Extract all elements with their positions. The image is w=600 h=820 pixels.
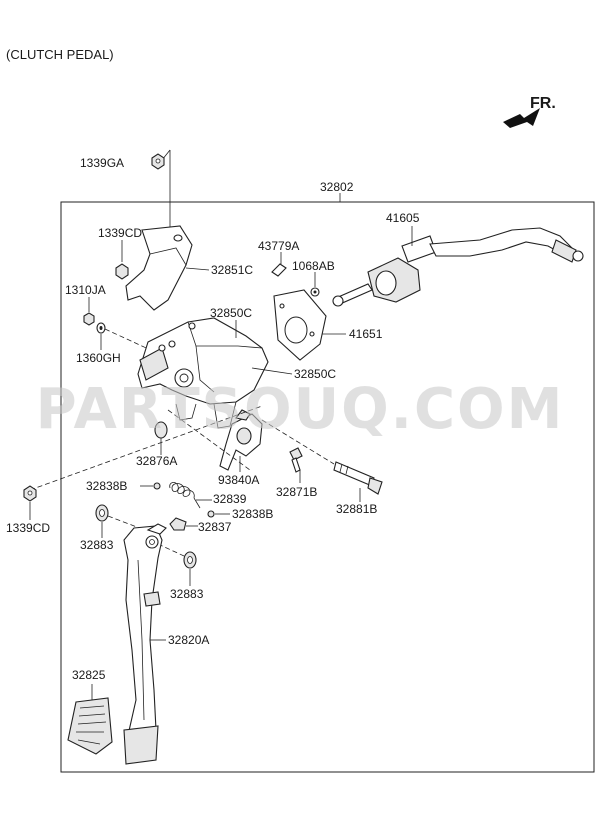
damper-32837-icon — [169, 517, 187, 531]
bushing-32838B-left-icon — [153, 482, 161, 490]
pin-32881B-icon — [333, 461, 383, 495]
label-41605: 41605 — [386, 211, 420, 225]
label-1360GH: 1360GH — [76, 351, 121, 365]
dash-axis-lower — [167, 409, 251, 471]
label-1339GA: 1339GA — [80, 156, 124, 170]
label-32851C: 32851C — [211, 263, 253, 277]
label-32871B: 32871B — [276, 485, 317, 499]
dash-axis-pin — [261, 419, 335, 465]
leader-32851C — [185, 267, 210, 271]
label-32876A: 32876A — [136, 454, 177, 468]
nut-1339GA-icon — [151, 153, 165, 170]
label-32883-right: 32883 — [170, 587, 204, 601]
label-32850C-right: 32850C — [294, 367, 336, 381]
dash-axis-pivot — [29, 405, 263, 491]
leader-32850C-right — [251, 367, 293, 375]
front-direction-label: FR. — [530, 95, 556, 112]
pedal-bracket-32850C-icon — [137, 317, 269, 429]
washer-1360GH-icon — [96, 322, 106, 334]
label-32838B-right: 32838B — [232, 507, 273, 521]
diagram-title: (CLUTCH PEDAL) — [6, 47, 114, 62]
front-direction-arrow-icon — [503, 108, 540, 128]
dash-axis-bushing-right — [157, 543, 185, 557]
clip-43779A-icon — [271, 263, 287, 277]
bolt-32871B-icon — [289, 447, 303, 473]
spring-32839-icon — [169, 482, 201, 509]
label-32825: 32825 — [72, 668, 106, 682]
label-32881B: 32881B — [336, 502, 377, 516]
master-cylinder-41605-icon — [332, 227, 584, 307]
pedal-pad-32825-icon — [67, 697, 113, 755]
label-32839: 32839 — [213, 492, 247, 506]
label-93840A: 93840A — [218, 473, 259, 487]
bushing-32883-right-icon — [183, 551, 197, 569]
label-32802: 32802 — [320, 180, 354, 194]
assembly-boundary-box — [60, 201, 595, 773]
label-32820A: 32820A — [168, 633, 209, 647]
watermark: PARTSOUQ.COM — [36, 377, 565, 442]
label-1068AB: 1068AB — [292, 259, 335, 273]
nut-1339CD-left-icon — [23, 485, 37, 502]
label-43779A: 43779A — [258, 239, 299, 253]
label-1339CD-top: 1339CD — [98, 226, 142, 240]
gasket-41651-icon — [273, 289, 327, 361]
washer-1068AB-icon — [310, 287, 320, 297]
label-32883-left: 32883 — [80, 538, 114, 552]
label-1339CD-left: 1339CD — [6, 521, 50, 535]
label-1310JA: 1310JA — [65, 283, 106, 297]
switch-93840A-icon — [219, 409, 263, 471]
label-41651: 41651 — [349, 327, 383, 341]
bushing-32838B-right-icon — [207, 510, 215, 518]
dash-axis-washer — [104, 328, 156, 353]
label-32837: 32837 — [198, 520, 232, 534]
label-32838B-left: 32838B — [86, 479, 127, 493]
bracket-32851C-icon — [125, 225, 193, 311]
label-32850C-top: 32850C — [210, 306, 252, 320]
bushing-32883-left-icon — [95, 504, 109, 522]
nut-1339CD-top-icon — [115, 263, 129, 280]
nut-1310JA-icon — [83, 312, 95, 326]
pedal-arm-32820A-icon — [123, 523, 167, 765]
